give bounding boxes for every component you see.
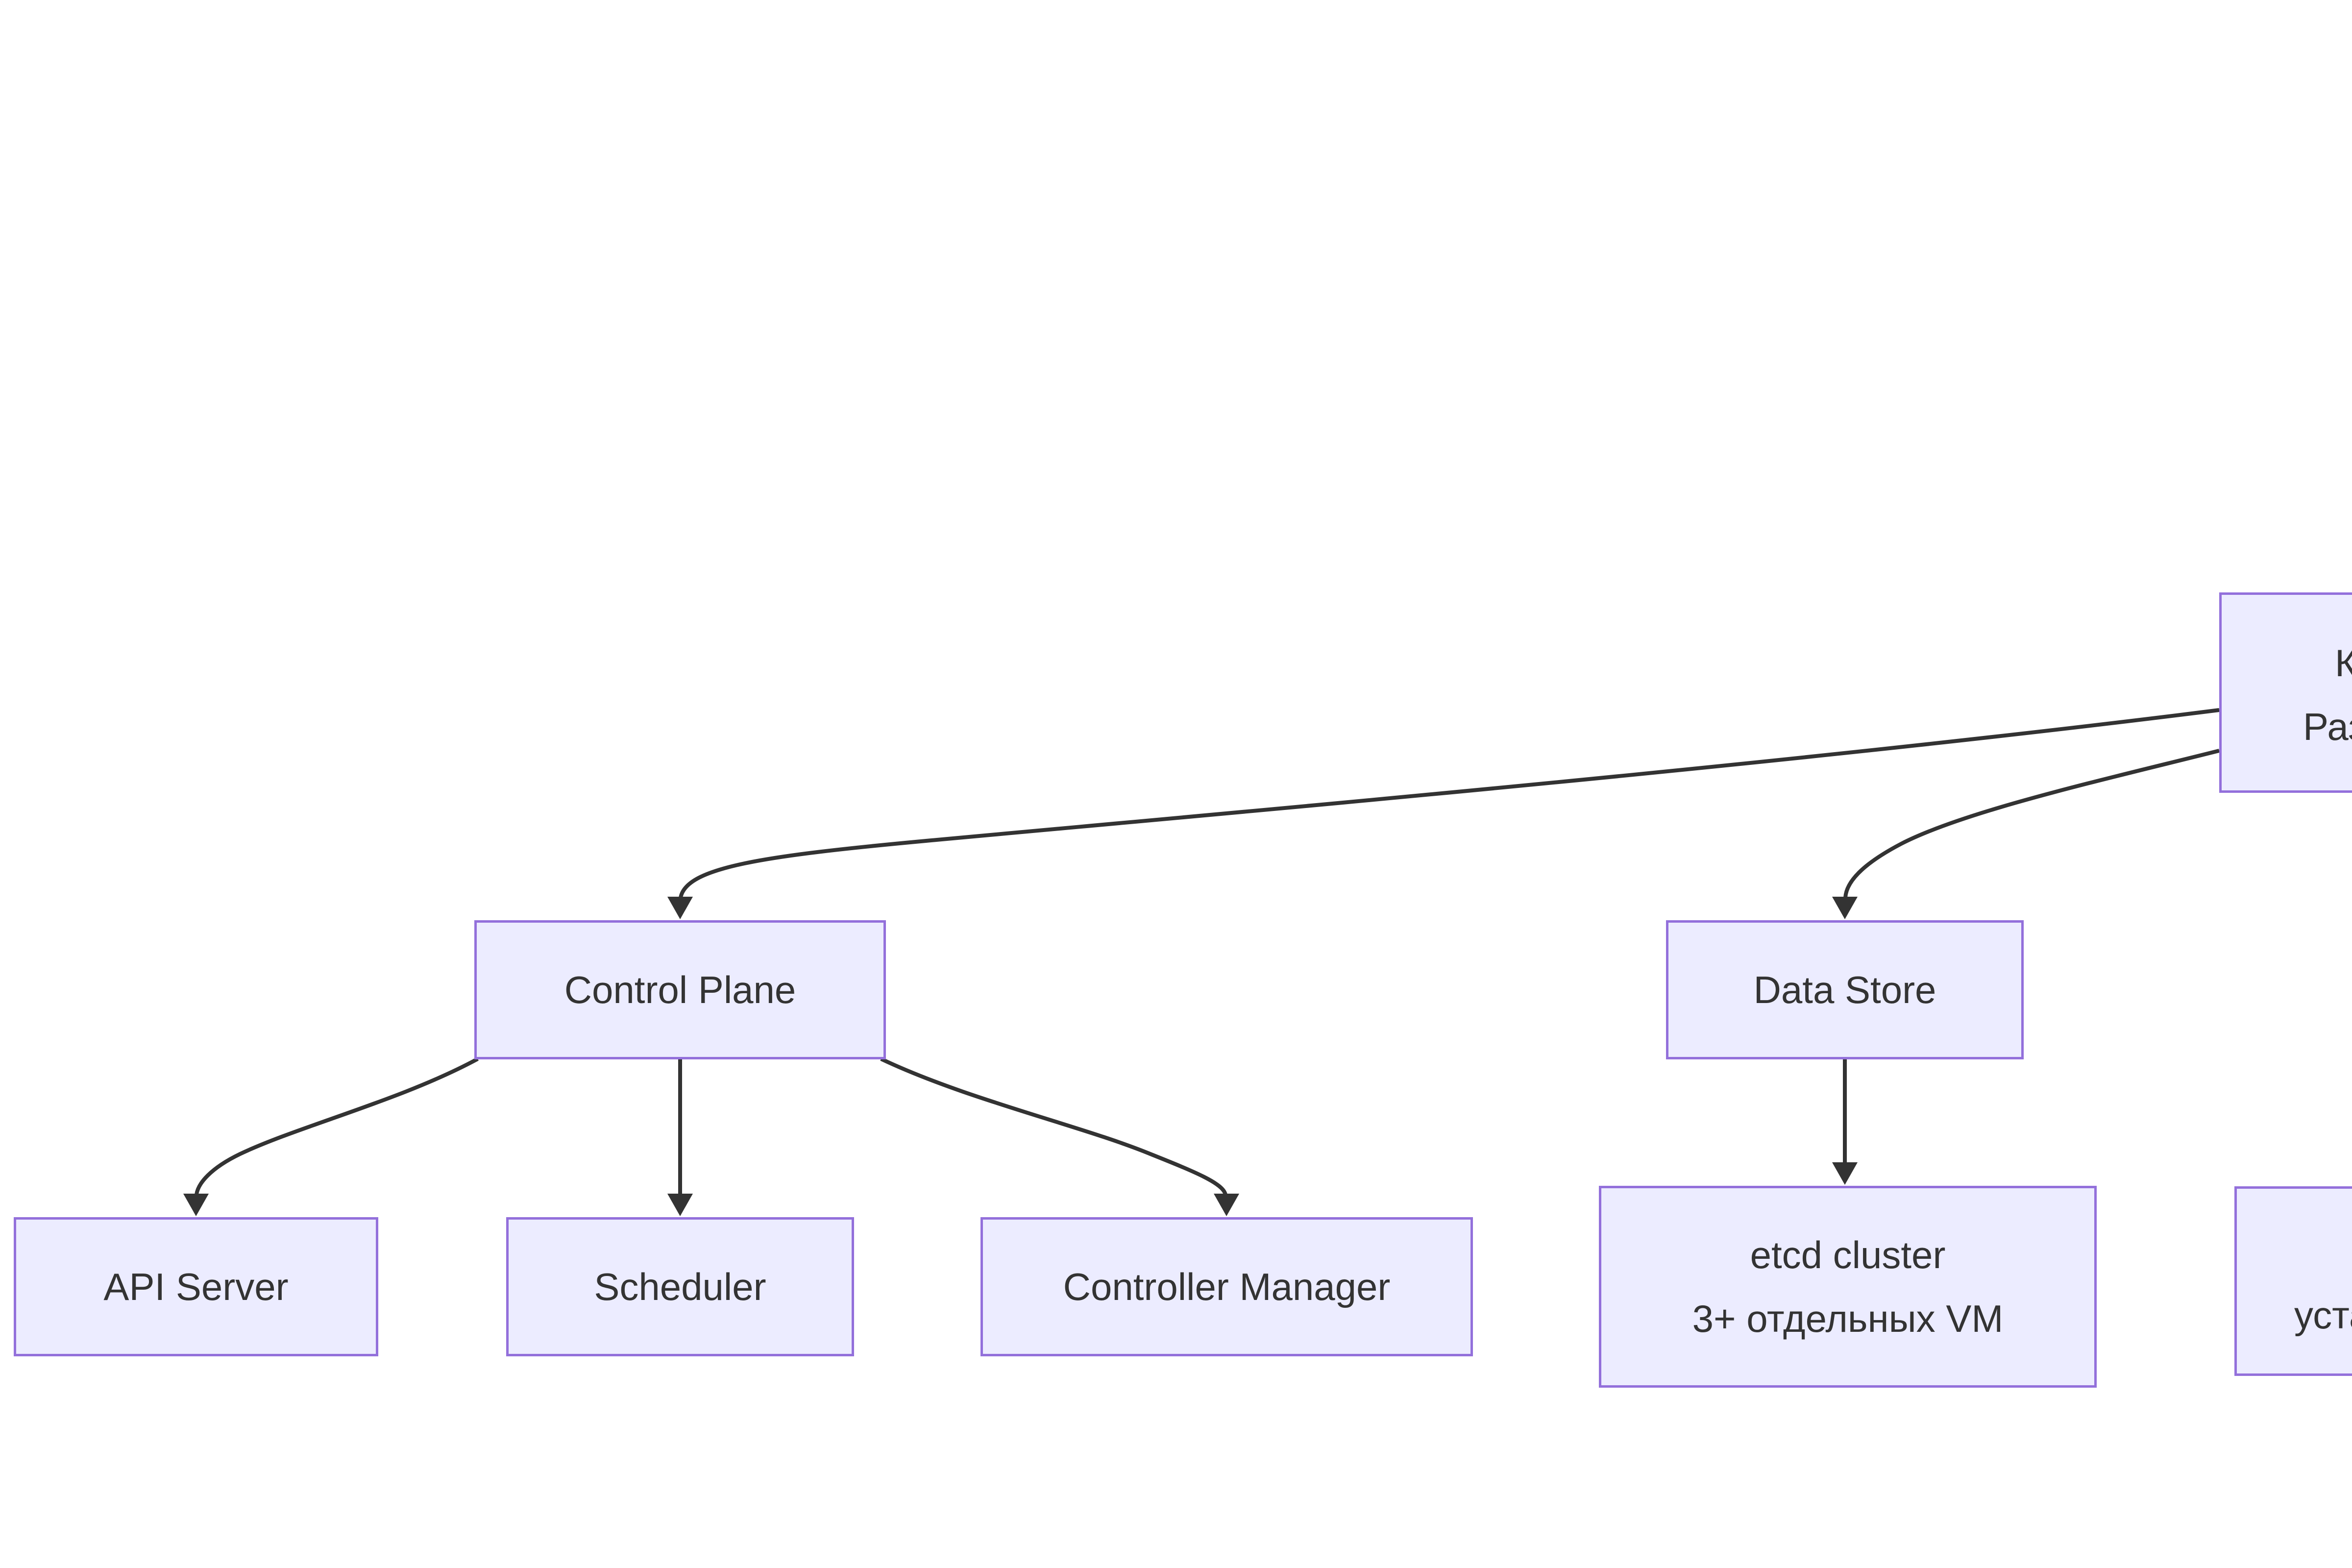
edge-root-to-data-store (1843, 749, 2220, 898)
node-api-server-label: API Server (103, 1265, 289, 1308)
node-root-label-line2: Раз (2303, 705, 2352, 748)
node-etcd-cluster: etcd cluster 3+ отдельных VM (1599, 1186, 2097, 1388)
node-etcd-label-line1: etcd cluster (1750, 1233, 1946, 1276)
edge-root-to-control-plane (679, 708, 2220, 898)
node-scheduler: Scheduler (506, 1217, 854, 1356)
node-scheduler-label: Scheduler (594, 1265, 766, 1308)
node-controller-manager-label: Controller Manager (1063, 1265, 1391, 1308)
arrowhead-data-store (1832, 897, 1858, 919)
node-etcd-label-line2: 3+ отдельных VM (1692, 1297, 2004, 1340)
arrowhead-etcd (1832, 1162, 1858, 1185)
edge-control-plane-to-controller-manager (880, 1057, 1227, 1196)
arrowhead-control-plane (667, 897, 693, 919)
node-api-server: API Server (14, 1217, 378, 1356)
node-bottom-right-label-line2: уста (2294, 1294, 2352, 1337)
node-data-store-label: Data Store (1753, 968, 1936, 1011)
node-root-label-line1: К (2335, 641, 2352, 685)
edge-control-plane-to-api-server (195, 1057, 479, 1195)
node-control-plane-label: Control Plane (564, 968, 796, 1011)
node-root-partial: К Раз (2219, 592, 2352, 793)
node-data-store: Data Store (1666, 920, 2024, 1059)
arrowhead-scheduler (667, 1194, 693, 1216)
node-control-plane: Control Plane (474, 920, 886, 1059)
arrowhead-api-server (183, 1194, 209, 1216)
node-controller-manager: Controller Manager (980, 1217, 1473, 1356)
node-bottom-right-partial: уста (2234, 1186, 2352, 1376)
arrowhead-controller-manager (1214, 1194, 1239, 1216)
